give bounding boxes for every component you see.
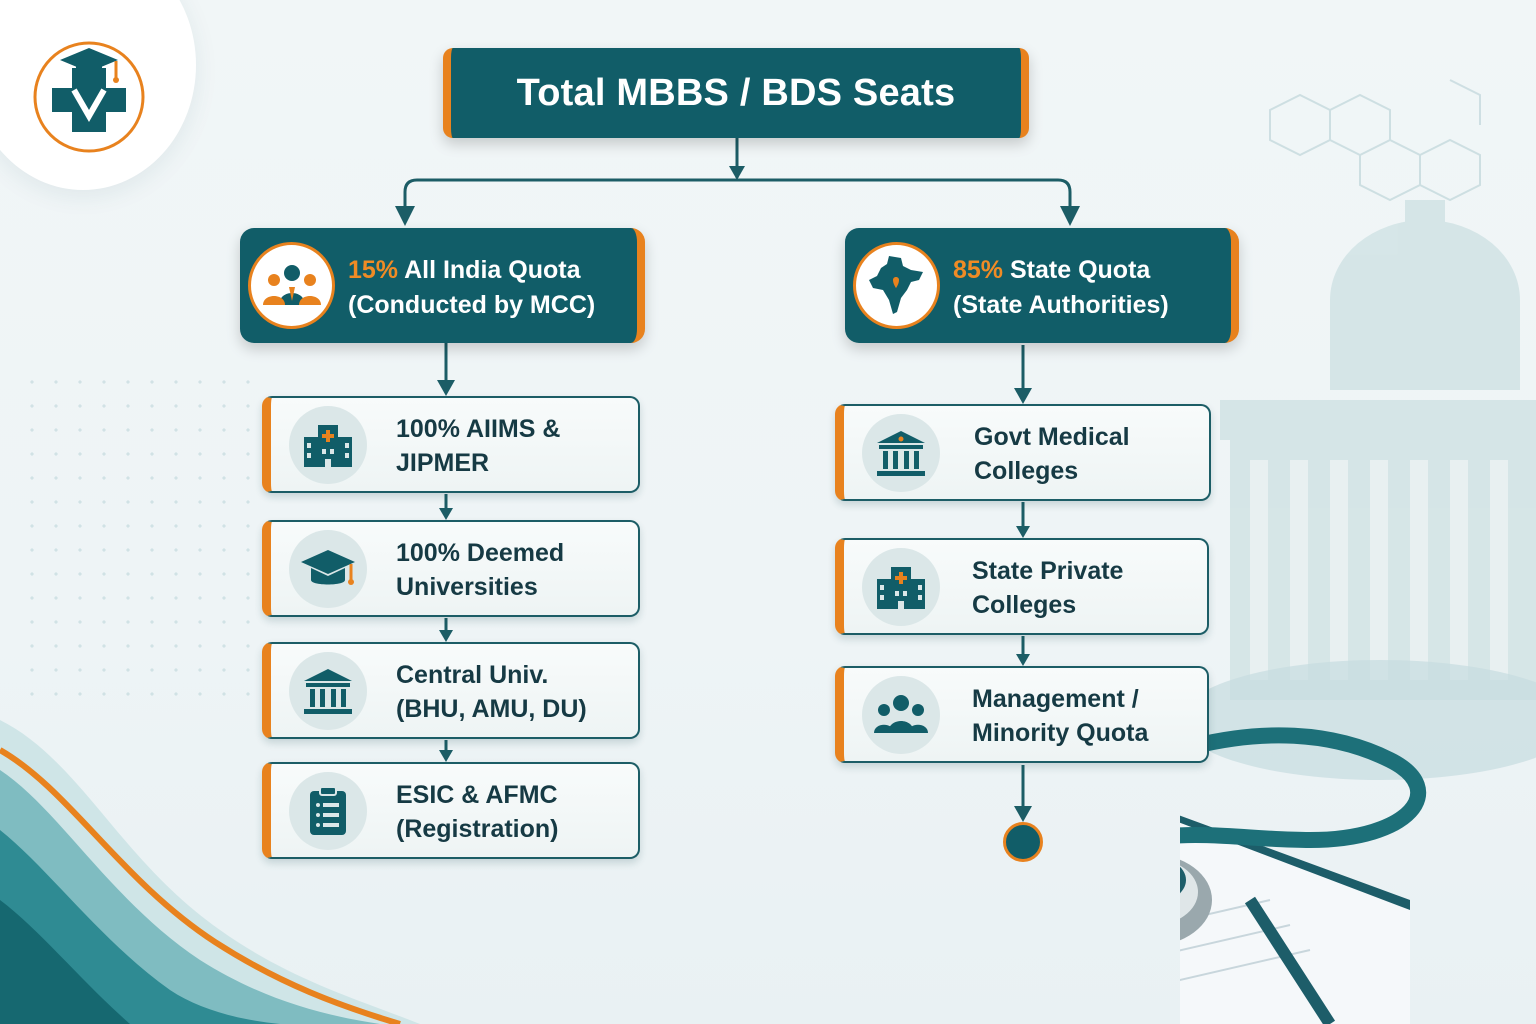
card-central-universities: Central Univ. (BHU, AMU, DU): [262, 642, 640, 739]
state-quota-label: State Quota: [1010, 256, 1151, 284]
title-box: Total MBBS / BDS Seats: [443, 48, 1029, 138]
card-deemed-universities-label: 100% Deemed Universities: [396, 536, 628, 604]
card-management-minority-quota-line2: Minority Quota: [972, 719, 1149, 747]
card-aiims-jipmer-line2: JIPMER: [396, 449, 490, 477]
people-group-icon: [248, 242, 335, 329]
government-building-icon: [862, 414, 940, 492]
card-govt-medical-colleges-line2: Colleges: [974, 457, 1079, 485]
wave-decoration: [0, 720, 420, 1024]
card-deemed-universities-line2: Universities: [396, 573, 538, 601]
card-esic-afmc-label: ESIC & AFMC (Registration): [396, 778, 628, 846]
card-esic-afmc-line2: (Registration): [396, 815, 559, 843]
card-state-private-colleges-line2: Colleges: [972, 591, 1077, 619]
graduation-cap-icon: [289, 530, 367, 608]
card-aiims-jipmer-label: 100% AIIMS & JIPMER: [396, 412, 628, 480]
all-india-quota-label: All India Quota: [404, 256, 581, 284]
flow-end-dot: [1003, 822, 1043, 862]
hospital-building-icon: [862, 548, 940, 626]
card-govt-medical-colleges-label: Govt Medical Colleges: [974, 420, 1199, 488]
card-central-universities-label: Central Univ. (BHU, AMU, DU): [396, 658, 628, 726]
card-management-minority-quota: Management / Minority Quota: [835, 666, 1209, 763]
card-esic-afmc-line1: ESIC & AFMC: [396, 781, 558, 809]
state-quota-subtitle: (State Authorities): [953, 291, 1169, 319]
medical-education-logo-icon: [33, 41, 145, 153]
state-quota-box: 85% State Quota (State Authorities): [845, 228, 1239, 343]
state-quota-heading: 85% State Quota: [953, 256, 1150, 285]
card-aiims-jipmer-line1: 100% AIIMS &: [396, 415, 561, 443]
all-india-quota-heading: 15% All India Quota: [348, 256, 580, 285]
card-deemed-universities: 100% Deemed Universities: [262, 520, 640, 617]
card-state-private-colleges: State Private Colleges: [835, 538, 1209, 635]
all-india-quota-box: 15% All India Quota (Conducted by MCC): [240, 228, 645, 343]
all-india-quota-percent: 15%: [348, 256, 399, 284]
state-quota-percent: 85%: [953, 256, 1004, 284]
card-esic-afmc: ESIC & AFMC (Registration): [262, 762, 640, 859]
india-map-icon: [853, 242, 940, 329]
diagram-title: Total MBBS / BDS Seats: [516, 71, 956, 114]
all-india-quota-subtitle: (Conducted by MCC): [348, 291, 596, 319]
card-management-minority-quota-label: Management / Minority Quota: [972, 682, 1197, 750]
card-central-universities-line1: Central Univ.: [396, 661, 549, 689]
card-management-minority-quota-line1: Management /: [972, 685, 1139, 713]
card-state-private-colleges-line1: State Private: [972, 557, 1124, 585]
university-building-icon: [289, 652, 367, 730]
card-deemed-universities-line1: 100% Deemed: [396, 539, 565, 567]
dot-pattern: [20, 370, 250, 700]
card-central-universities-line2: (BHU, AMU, DU): [396, 695, 587, 723]
card-aiims-jipmer: 100% AIIMS & JIPMER: [262, 396, 640, 493]
people-group-icon: [862, 676, 940, 754]
building-and-stethoscope-decoration: [1180, 79, 1536, 1024]
card-govt-medical-colleges: Govt Medical Colleges: [835, 404, 1211, 501]
card-state-private-colleges-label: State Private Colleges: [972, 554, 1197, 622]
clipboard-list-icon: [289, 772, 367, 850]
card-govt-medical-colleges-line1: Govt Medical: [974, 423, 1130, 451]
hospital-building-icon: [289, 406, 367, 484]
